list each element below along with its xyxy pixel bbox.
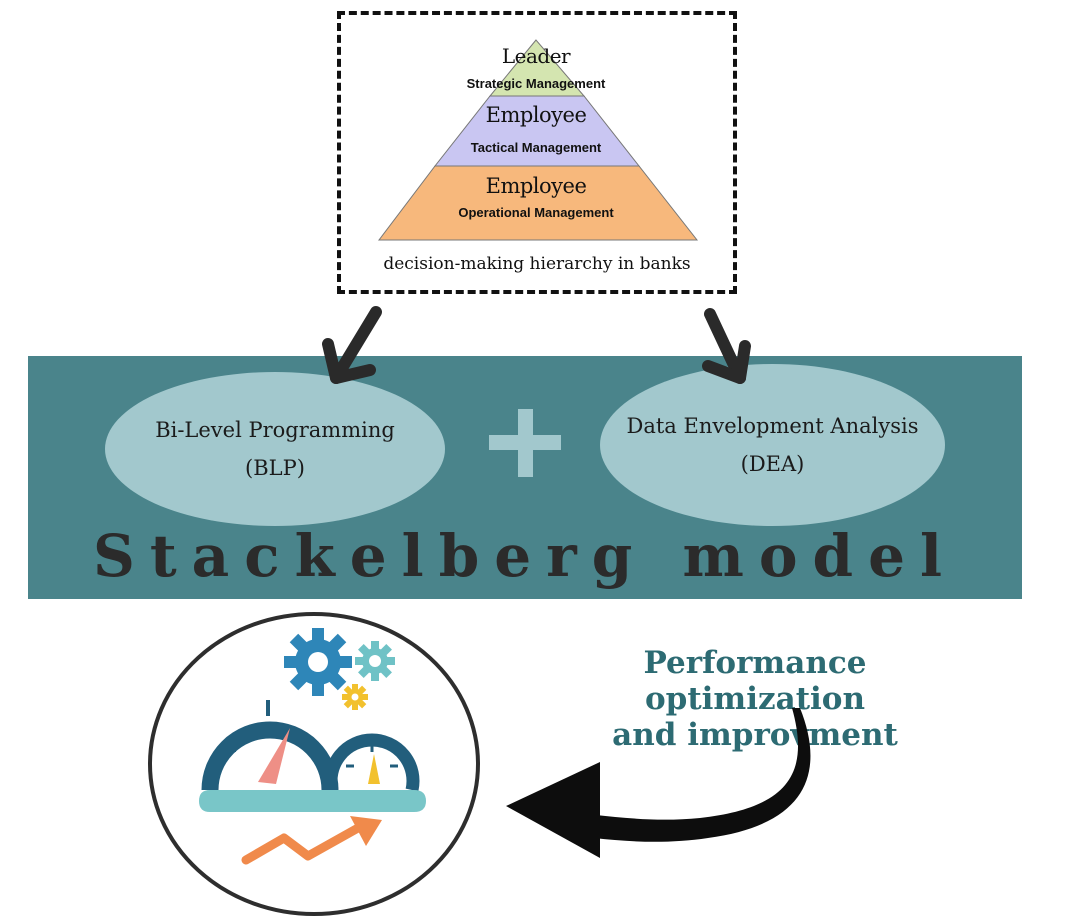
small-gauge-needle	[368, 754, 380, 784]
tiny-gear-icon	[342, 684, 368, 710]
leader-subtitle: Strategic Management	[466, 76, 606, 91]
growth-arrow-icon	[241, 823, 363, 865]
outcome-line-2: and improvment	[612, 717, 898, 753]
operational-subtitle: Operational Management	[458, 205, 614, 220]
large-gauge-icon	[201, 721, 339, 791]
blp-abbrev: (BLP)	[245, 456, 305, 480]
blp-name: Bi-Level Programming	[155, 418, 395, 442]
big-gear-icon	[284, 628, 352, 696]
dea-abbrev: (DEA)	[740, 452, 805, 476]
small-gear-icon	[355, 641, 395, 681]
gauge-base-bar	[199, 790, 426, 812]
small-gauge-icon	[324, 733, 420, 792]
outcome-label: Performance optimization and improvment	[540, 645, 970, 753]
performance-gauge-icon	[148, 612, 480, 916]
hierarchy-caption: decision-making hierarchy in banks	[383, 254, 691, 274]
leader-title: Leader	[501, 44, 571, 68]
outcome-line-1: Performance optimization	[643, 645, 867, 717]
blp-ellipse: Bi-Level Programming (BLP)	[105, 372, 445, 526]
plus-sign	[489, 409, 561, 477]
model-title: Stackelberg model	[93, 522, 957, 590]
dea-ellipse: Data Envelopment Analysis (DEA)	[600, 364, 945, 526]
dea-name: Data Envelopment Analysis	[626, 414, 919, 438]
tactical-subtitle: Tactical Management	[470, 140, 602, 155]
tactical-title: Employee	[485, 103, 587, 127]
operational-title: Employee	[485, 174, 587, 198]
large-gauge-needle	[258, 728, 290, 784]
